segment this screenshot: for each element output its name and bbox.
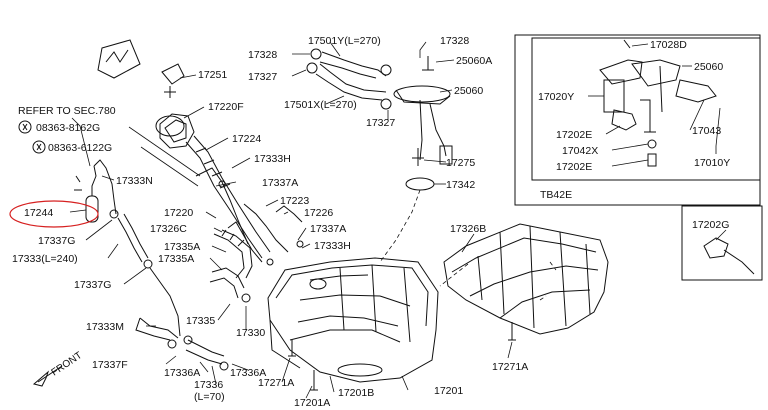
inset-parts (599, 39, 717, 167)
breather-hose (227, 203, 303, 263)
label-front: FRONT (50, 350, 85, 378)
bolt-17271a-right (508, 322, 516, 341)
bolt-b-icon (32, 140, 46, 154)
label-17201a: 17201A (294, 397, 330, 409)
sender-unit-25060 (393, 85, 453, 165)
label-engine-code: TB42E (540, 189, 572, 201)
line-17333 (117, 213, 149, 263)
label-17501y: 17501Y(L=270) (308, 35, 381, 47)
label-17330: 17330 (236, 327, 265, 339)
label-17202g: 17202G (692, 219, 729, 231)
clips (109, 180, 304, 371)
clamp-17327-b (380, 98, 392, 110)
bolt-b-mark (36, 143, 42, 151)
label-17028d: 17028D (650, 39, 687, 51)
heat-shield (443, 223, 609, 335)
label-17326c: 17326C (150, 223, 187, 235)
leader-lines (69, 41, 727, 399)
label-17275: 17275 (446, 157, 475, 169)
label-bolt-a: 08363-8162G (36, 122, 100, 134)
label-17336: 17336 (194, 379, 223, 391)
label-17202e-a: 17202E (556, 129, 592, 141)
label-17337f: 17337F (92, 359, 128, 371)
label-17336-length: (L=70) (194, 391, 225, 403)
canister-17244 (85, 165, 99, 223)
front-arrow-icon (32, 365, 63, 387)
clamp-17220f (155, 115, 185, 137)
filler-cap (97, 39, 141, 79)
label-25060a: 25060A (456, 55, 492, 67)
ring-17342 (405, 177, 435, 191)
label-17335a-a: 17335A (164, 241, 200, 253)
label-bolt-b: 08363-6122G (48, 142, 112, 154)
label-17336a-a: 17336A (164, 367, 200, 379)
label-17201b: 17201B (338, 387, 374, 399)
label-25060-b: 25060 (694, 61, 723, 73)
label-17337g-b: 17337G (74, 279, 111, 291)
label-17335a-b: 17335A (158, 253, 194, 265)
label-17337g-a: 17337G (38, 235, 75, 247)
label-17224: 17224 (232, 133, 261, 145)
label-17337a-a: 17337A (262, 177, 298, 189)
label-17333n: 17333N (116, 175, 153, 187)
label-17335: 17335 (186, 315, 215, 327)
bolt-a-icon (18, 120, 32, 134)
label-17226: 17226 (304, 207, 333, 219)
label-17501x: 17501X(L=270) (284, 99, 357, 111)
label-17333h-b: 17333H (314, 240, 351, 252)
fuel-tank (267, 257, 439, 383)
label-17337a-b: 17337A (310, 223, 346, 235)
clamp-17328-a (310, 48, 322, 60)
label-25060-a: 25060 (454, 85, 483, 97)
highlight-ellipse-17244 (9, 200, 99, 228)
label-17042x: 17042X (562, 145, 598, 157)
hose-17336 (185, 339, 225, 365)
label-17271a-a: 17271A (258, 377, 294, 389)
label-17328-a: 17328 (248, 49, 277, 61)
label-17010y: 17010Y (694, 157, 730, 169)
filler-neck (159, 113, 271, 259)
label-17327-a: 17327 (248, 71, 277, 83)
label-17201: 17201 (434, 385, 463, 397)
clip-17251 (161, 63, 185, 98)
dashed-leaders (379, 189, 557, 301)
bolt-17201a (310, 370, 318, 391)
label-17328-b: 17328 (440, 35, 469, 47)
hose-17501x (315, 63, 387, 101)
hose-17333n (74, 159, 117, 215)
clamp-17328-b (380, 64, 392, 76)
label-17271a-b: 17271A (492, 361, 528, 373)
label-17333m: 17333M (86, 321, 124, 333)
label-17220: 17220 (164, 207, 193, 219)
label-17251: 17251 (198, 69, 227, 81)
clamp-17327-a (306, 62, 318, 74)
label-17342: 17342 (446, 179, 475, 191)
label-17223: 17223 (280, 195, 309, 207)
vent-pipe-17224 (195, 167, 249, 245)
label-refer-sec780: REFER TO SEC.780 (18, 105, 116, 117)
hose-17335 (209, 267, 245, 299)
bolt-17271a-left (288, 340, 296, 357)
label-17020y: 17020Y (538, 91, 574, 103)
hose-17326c (213, 229, 253, 279)
screw-25060a (422, 56, 434, 71)
inset-box-sender-unit (531, 37, 761, 181)
label-17244: 17244 (24, 207, 53, 219)
label-17220f: 17220F (208, 101, 244, 113)
label-17336a-b: 17336A (230, 367, 266, 379)
label-17326b: 17326B (450, 223, 486, 235)
gauge-17275 (412, 148, 424, 166)
label-17327-b: 17327 (366, 117, 395, 129)
hose-17501y (319, 51, 387, 79)
label-17333h-a: 17333H (254, 153, 291, 165)
line-17333m (135, 267, 181, 341)
inset-box-17202g (681, 205, 763, 281)
bolt-a-mark (22, 123, 28, 131)
label-17333: 17333(L=240) (12, 253, 78, 265)
label-17043: 17043 (692, 125, 721, 137)
hose-clip-17202g (703, 237, 755, 275)
label-17202e-b: 17202E (556, 161, 592, 173)
